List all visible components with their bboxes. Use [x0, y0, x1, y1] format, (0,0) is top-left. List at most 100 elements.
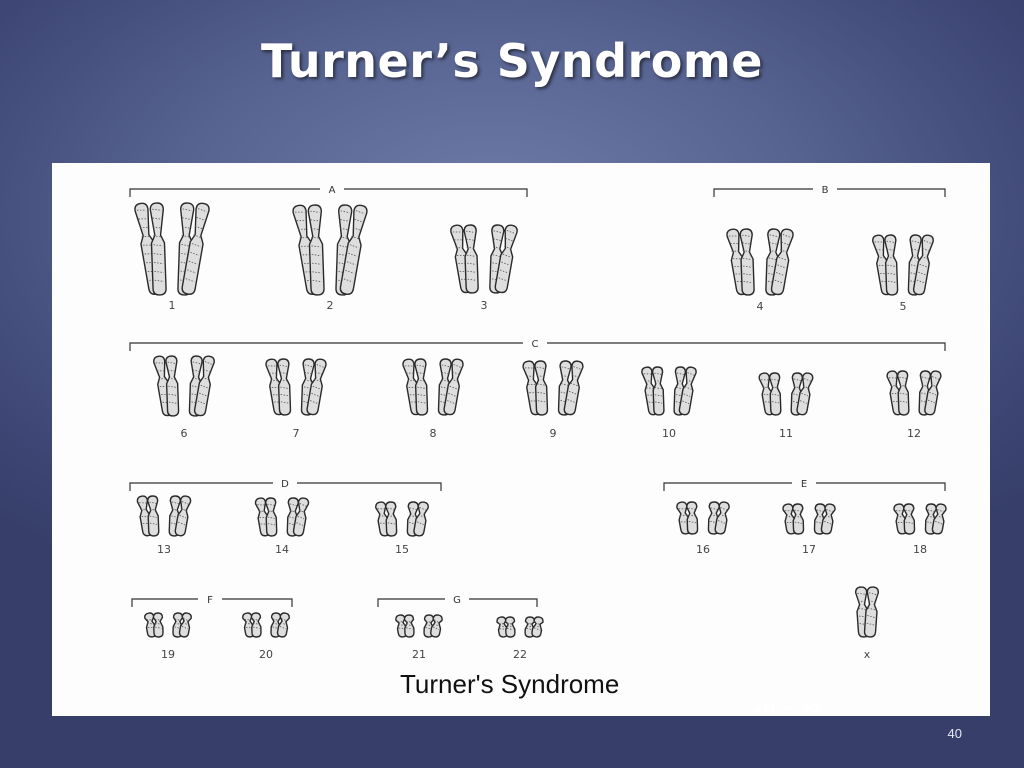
chromosome-pair-2: 2: [292, 204, 368, 312]
chromosome: [557, 360, 584, 416]
chromatid: [339, 204, 368, 295]
chromatid: [276, 612, 290, 638]
chromosome-band: [764, 401, 773, 403]
chromosome-pair-21: 21: [395, 614, 443, 661]
chromosome-band: [452, 371, 460, 375]
chromosome-band: [743, 265, 752, 268]
chromosome: [168, 495, 192, 537]
chromatid: [265, 497, 278, 537]
chromosome-band: [801, 392, 809, 397]
chromosome-band: [921, 392, 929, 396]
chromosome-band: [377, 508, 385, 510]
chromosome: [172, 612, 192, 638]
chromosome-band: [537, 400, 546, 403]
chromosome-band: [921, 384, 929, 388]
chromosome-band: [450, 378, 459, 383]
chromosome-band: [771, 378, 779, 381]
chromosome-band: [920, 255, 929, 260]
chromosome-pair-9: 9: [522, 360, 584, 440]
chromosome-number: 22: [513, 648, 527, 661]
chromosome-band: [654, 387, 662, 390]
chromosome-band: [398, 627, 406, 629]
chromosome-band: [441, 371, 450, 375]
chromosome-band: [139, 502, 147, 504]
chromosome-band: [741, 234, 751, 237]
chromosome: [522, 360, 549, 416]
chromosome-band: [499, 269, 509, 274]
chromosome-band: [149, 522, 158, 525]
chromosome: [489, 224, 518, 294]
chromosome-band: [181, 626, 189, 630]
chromosome-band: [178, 521, 186, 526]
chromosome-band: [761, 379, 769, 381]
chromosome-band: [899, 384, 907, 387]
chromosome: [437, 358, 464, 416]
chromosome-number: 17: [802, 543, 816, 556]
chromosome-band: [498, 623, 506, 625]
chromosome-band: [140, 509, 148, 511]
chromatid: [768, 372, 782, 416]
chromosome-band: [794, 515, 802, 518]
chromosome-band: [710, 514, 718, 517]
chromosome-band: [803, 378, 811, 382]
chromosome-band: [561, 374, 570, 378]
chromatid: [165, 355, 180, 417]
chromosome-band: [719, 513, 727, 518]
chromosome-band: [922, 248, 930, 252]
chromosome-band: [416, 372, 425, 375]
chromosome-band: [192, 361, 201, 365]
chromosome-number: 19: [161, 648, 175, 661]
chromosome: [907, 234, 934, 296]
chromosome-band: [156, 370, 165, 372]
chromatid: [250, 612, 262, 638]
chromatid: [796, 372, 814, 416]
chromosome-band: [676, 394, 684, 397]
chromosome-pair-1: 1: [134, 202, 210, 312]
chromosome-number: x: [864, 648, 871, 661]
chromosome: [402, 358, 429, 416]
chromosome-band: [167, 361, 176, 364]
group-bracket-c: C: [129, 339, 946, 351]
chromosome-band: [311, 393, 319, 397]
chromosome-band: [875, 249, 884, 251]
chromosome: [395, 614, 415, 638]
chromosome-band: [570, 382, 578, 387]
chromosome-band: [181, 501, 189, 505]
chromosome-band: [492, 254, 502, 258]
chromosome-band: [147, 627, 155, 629]
chromosome-band: [793, 385, 801, 389]
group-label: E: [801, 479, 807, 490]
chromosome-band: [310, 400, 318, 404]
chromosome-band: [182, 622, 189, 626]
chromosome-band: [197, 400, 206, 405]
chromosome-band: [407, 379, 416, 381]
chromosome-band: [405, 620, 413, 623]
chromosome-band: [280, 394, 289, 397]
chromosome-pair-20: 20: [242, 612, 290, 661]
chromosome-band: [678, 508, 686, 510]
chromatid: [307, 204, 325, 296]
chromatid: [414, 358, 429, 416]
chromosome-pair-7: 7: [265, 358, 327, 440]
chromosome-band: [409, 522, 417, 525]
chromosome: [707, 501, 730, 535]
chromosome-band: [267, 516, 275, 519]
chromatid: [292, 497, 310, 537]
chromosome-band: [507, 628, 514, 631]
chromosome-band: [288, 522, 297, 526]
chromosome-band: [506, 622, 514, 625]
chromosome: [765, 228, 794, 296]
chromosome-number: 12: [907, 427, 921, 440]
chromosome-band: [793, 393, 801, 397]
group-label: A: [329, 185, 336, 196]
slide-title: Turner’s Syndrome: [261, 34, 763, 88]
group-label: B: [822, 185, 829, 196]
chromosome-pair-22: 22: [496, 616, 544, 661]
chromosome: [423, 614, 443, 638]
chromosome-band: [297, 515, 305, 520]
chromosome: [300, 358, 327, 416]
chromosome-band: [567, 399, 576, 403]
chromosome-number: 16: [696, 543, 710, 556]
group-label: G: [453, 595, 461, 606]
